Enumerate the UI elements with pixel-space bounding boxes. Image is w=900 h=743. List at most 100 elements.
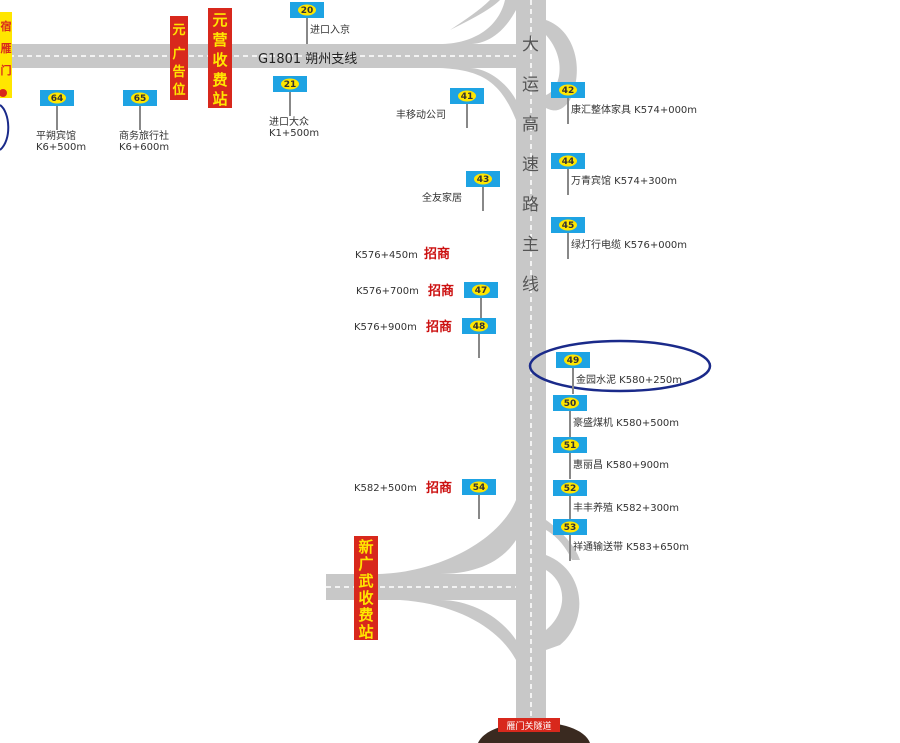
mainline-char: 路 [522, 195, 539, 215]
toll-left-edge: 宿 雁 门 [0, 12, 12, 151]
svg-text:告: 告 [172, 64, 185, 80]
svg-text:宿: 宿 [1, 19, 12, 33]
billboard-badge [298, 4, 316, 16]
svg-text:站: 站 [358, 623, 373, 641]
svg-text:站: 站 [212, 90, 227, 108]
billboard-km: K576+900m [354, 322, 417, 333]
billboard-badge [48, 92, 66, 104]
mainline-char: 大 [522, 35, 539, 55]
billboard-47: 47 K576+700m 招商 [356, 282, 498, 322]
billboard-number: 53 [564, 523, 577, 533]
billboard-badge [559, 84, 577, 96]
billboard-number: 47 [475, 286, 488, 296]
billboard-number: 54 [473, 483, 486, 493]
billboard-badge [470, 481, 488, 493]
svg-text:新: 新 [358, 538, 373, 556]
mainline-char: 高 [522, 115, 539, 135]
billboard-52: 52 丰丰养殖 K582+300m [553, 480, 679, 522]
billboard-label: 进口大众 [269, 115, 309, 128]
billboard-badge [470, 320, 488, 332]
tunnel-label: 雁门关隧道 [506, 720, 551, 732]
billboard-number: 20 [301, 6, 314, 16]
billboard-km: K6+500m [36, 142, 86, 153]
billboard-number: 49 [567, 356, 580, 366]
billboard-number: 50 [564, 399, 577, 409]
svg-text:广: 广 [358, 555, 373, 573]
promo-label: 招商 [424, 246, 450, 262]
billboard-badge [458, 90, 476, 102]
billboard-number: 45 [562, 221, 575, 231]
billboard-badge [281, 78, 299, 90]
billboard-number: 21 [284, 80, 297, 90]
svg-text:收: 收 [212, 51, 227, 69]
billboard-label: 万青宾馆 K574+300m [571, 174, 677, 187]
billboard-44: 44 万青宾馆 K574+300m [551, 153, 677, 195]
svg-text:收: 收 [358, 589, 373, 607]
billboard-label: 丰丰养殖 K582+300m [573, 501, 679, 514]
billboard-number: 65 [134, 94, 147, 104]
billboard-badge [559, 219, 577, 231]
mainline-char: 线 [522, 275, 539, 295]
billboard-45: 45 绿灯行电缆 K576+000m [551, 217, 687, 259]
billboard-label: 进口入京 [310, 23, 350, 36]
svg-text:元: 元 [212, 11, 227, 29]
billboard-label: 祥通输送带 K583+650m [573, 540, 689, 553]
billboard-promo: 招商 [426, 480, 452, 496]
svg-text:武: 武 [358, 572, 373, 590]
highlight-ellipse [528, 339, 712, 393]
mainline-char: 运 [522, 75, 539, 95]
billboard-label: 平朔宾馆 [36, 129, 76, 142]
tunnel-sign [498, 718, 560, 732]
billboard-badge [472, 284, 490, 296]
ad-slot-vertical: 元 广 告 位 [170, 16, 188, 100]
mainline-char: 速 [522, 155, 539, 175]
billboards: 64平朔宾馆K6+500m65商务旅行社K6+600m20进口入京21进口大众K… [36, 2, 697, 561]
billboard-label: 商务旅行社 [119, 129, 169, 142]
svg-text:元: 元 [172, 23, 185, 38]
mainline-char: 主 [522, 235, 539, 255]
svg-text:费: 费 [358, 606, 373, 624]
svg-text:营: 营 [212, 31, 227, 49]
billboard-43: 43 全友家居 [422, 171, 500, 211]
billboard-20: 20 进口入京 [290, 2, 350, 44]
billboard-54: 54 K582+500m 招商 [354, 479, 496, 519]
billboard-label: 康汇整体家具 K574+000m [571, 103, 697, 116]
toll-xinguangwu: 新 广 武 收 费 站 [354, 536, 378, 641]
billboard-promo: 招商 [428, 283, 454, 299]
billboard-number: 41 [461, 92, 474, 102]
billboard-label: 全友家居 [422, 191, 462, 204]
billboard-53: 53 祥通输送带 K583+650m [553, 519, 689, 561]
billboard-number: 52 [564, 484, 577, 494]
billboard-label: 惠丽昌 K580+900m [573, 458, 669, 471]
billboard-label: 豪盛煤机 K580+500m [573, 416, 679, 429]
promo-km: K576+450m [355, 250, 418, 261]
billboard-number: 43 [477, 175, 490, 185]
toll-yuanying: 元 营 收 费 站 [208, 8, 232, 108]
billboard-label: 丰移动公司 [396, 108, 446, 121]
billboard-label: 金园水泥 K580+250m [576, 373, 682, 386]
billboard-km: K582+500m [354, 483, 417, 494]
billboard-km: K1+500m [269, 128, 319, 139]
billboard-42: 42 康汇整体家具 K574+000m [551, 82, 697, 124]
billboard-badge [131, 92, 149, 104]
billboard-badge [559, 155, 577, 167]
billboard-badge [561, 521, 579, 533]
billboard-number: 51 [564, 441, 577, 451]
svg-text:位: 位 [172, 82, 185, 98]
billboard-km: K576+700m [356, 286, 419, 297]
svg-text:广: 广 [172, 46, 185, 62]
billboard-label: 绿灯行电缆 K576+000m [571, 238, 687, 251]
svg-text:雁: 雁 [1, 42, 12, 55]
svg-text:门: 门 [1, 63, 12, 77]
billboard-number: 42 [562, 86, 575, 96]
billboard-51: 51 惠丽昌 K580+900m [553, 437, 669, 479]
road-network: 雁门关隧道 [0, 0, 590, 743]
billboard-badge [561, 439, 579, 451]
billboard-41: 41 丰移动公司 [396, 88, 484, 128]
billboard-number: 44 [562, 157, 575, 167]
billboard-promo: 招商 [426, 319, 452, 335]
